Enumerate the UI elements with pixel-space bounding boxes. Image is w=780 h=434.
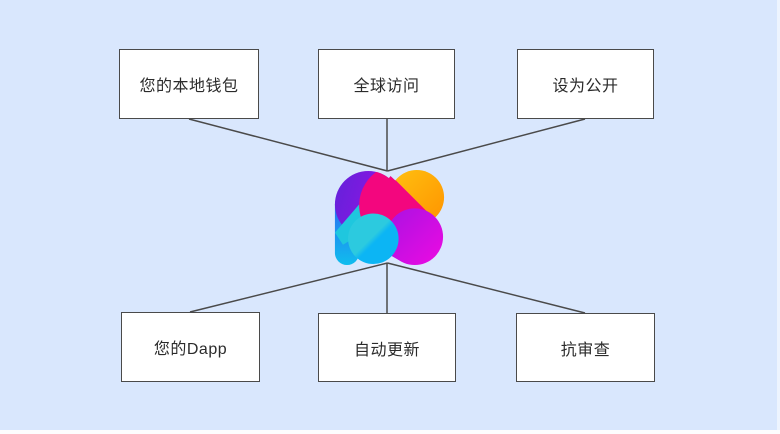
right-edge-strip — [777, 0, 780, 434]
feature-box-global-access: 全球访问 — [318, 49, 455, 119]
line-dapp-logo — [189, 262, 388, 313]
logo-magenta-circle — [386, 208, 444, 265]
feature-label-global-access: 全球访问 — [353, 78, 420, 95]
feature-label-dapp: 您的Dapp — [153, 341, 228, 358]
feature-label-wallet: 您的本地钱包 — [139, 78, 239, 95]
line-censorship-logo — [387, 262, 586, 314]
feature-label-public: 设为公开 — [552, 78, 619, 95]
logo-cyan-circle — [348, 213, 399, 264]
feature-box-public: 设为公开 — [517, 49, 654, 119]
line-wallet-logo — [188, 118, 388, 172]
feature-label-censorship: 抗审查 — [560, 341, 611, 359]
fleek-logo-icon — [334, 170, 446, 265]
feature-box-auto-update: 自动更新 — [318, 313, 456, 382]
line-public-logo — [387, 118, 586, 172]
feature-label-auto-update: 自动更新 — [353, 341, 420, 359]
feature-box-censorship: 抗审查 — [516, 313, 655, 382]
feature-box-wallet: 您的本地钱包 — [119, 49, 259, 119]
feature-box-dapp: 您的Dapp — [121, 312, 260, 382]
bottom-edge-strip — [0, 430, 780, 434]
